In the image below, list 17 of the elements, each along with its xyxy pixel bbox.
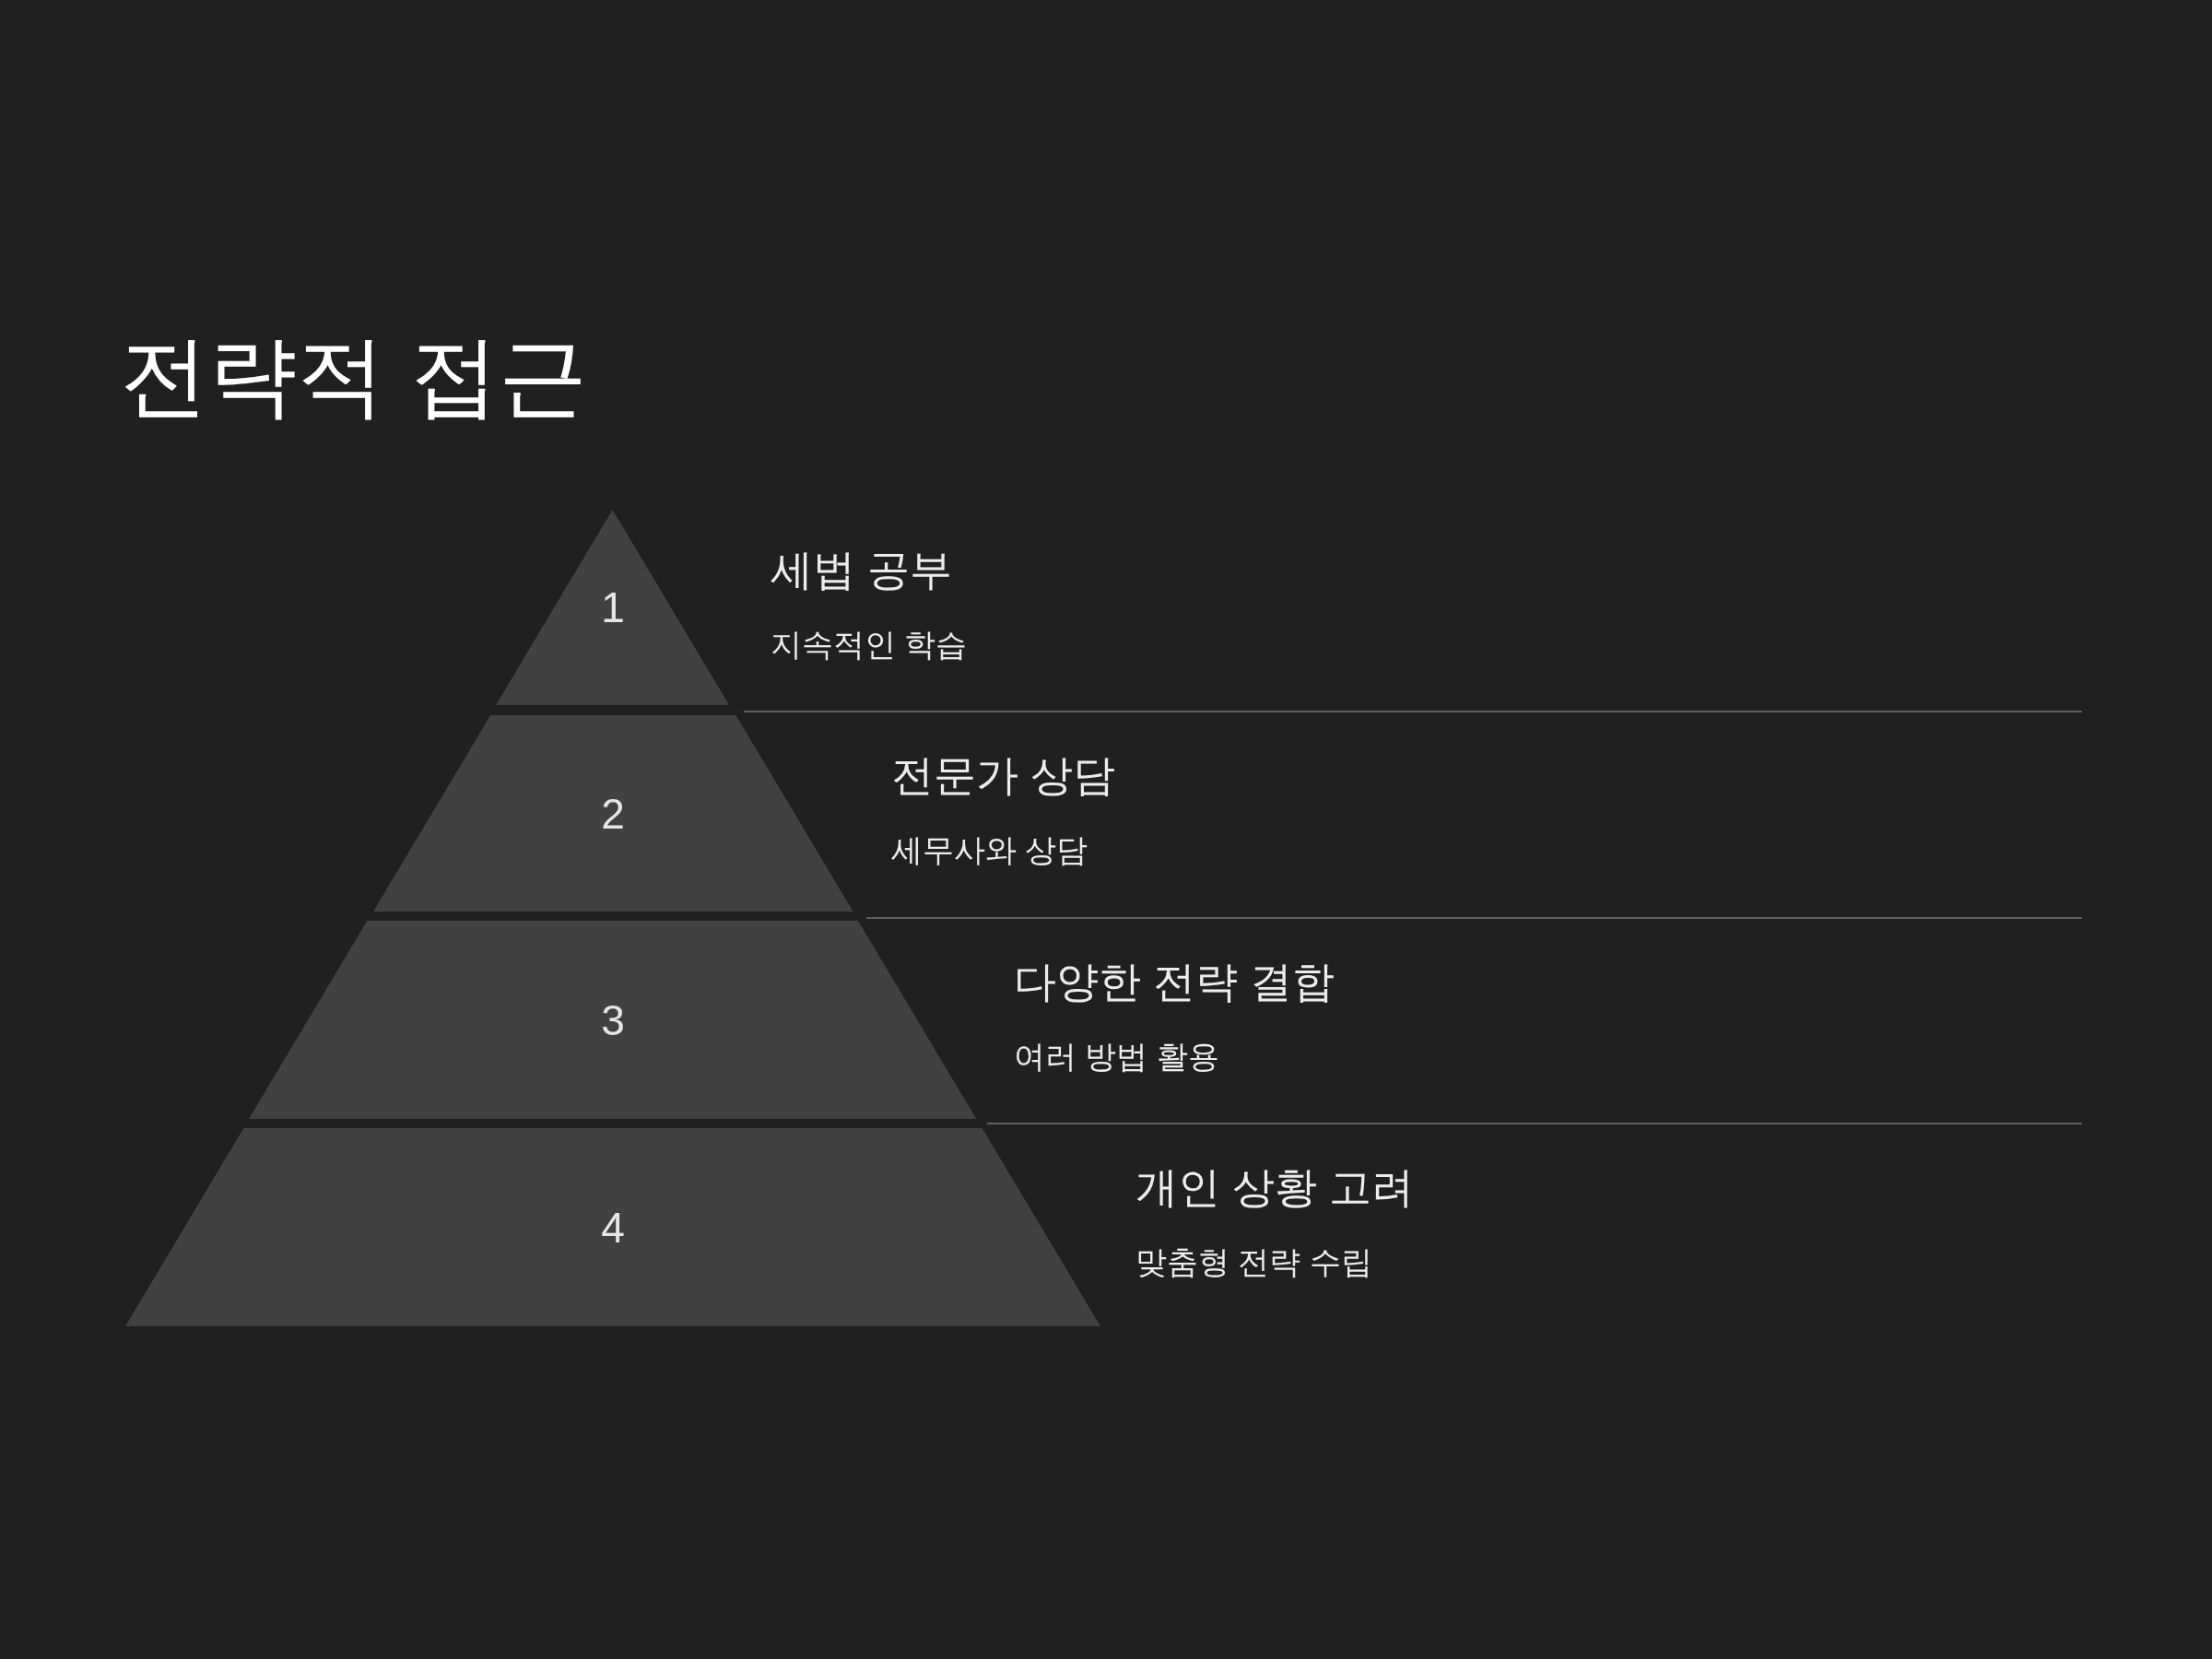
tier-heading: 다양한 전략 결합	[1014, 957, 1335, 1007]
tier-number: 1	[601, 586, 625, 629]
tier-number: 4	[601, 1206, 625, 1249]
pyramid-tier	[372, 715, 853, 912]
tier-heading: 개인 상황 고려	[1135, 1162, 1414, 1213]
tier-number: 3	[601, 998, 625, 1041]
tier-number: 2	[601, 792, 625, 835]
tier-description: 세무사와 상담	[891, 830, 1089, 869]
pyramid-tier	[249, 921, 977, 1119]
tier-description: 맞춤형 전략 수립	[1135, 1242, 1373, 1281]
pyramid-tier	[125, 1128, 1100, 1326]
tier-heading: 세법 공부	[771, 545, 953, 595]
tier-description: 지속적인 학습	[771, 625, 968, 664]
tier-heading: 전문가 상담	[891, 750, 1115, 801]
pyramid-tier	[496, 510, 730, 705]
tier-description: 여러 방법 활용	[1014, 1037, 1220, 1076]
title: 전략적 접근	[120, 332, 587, 420]
